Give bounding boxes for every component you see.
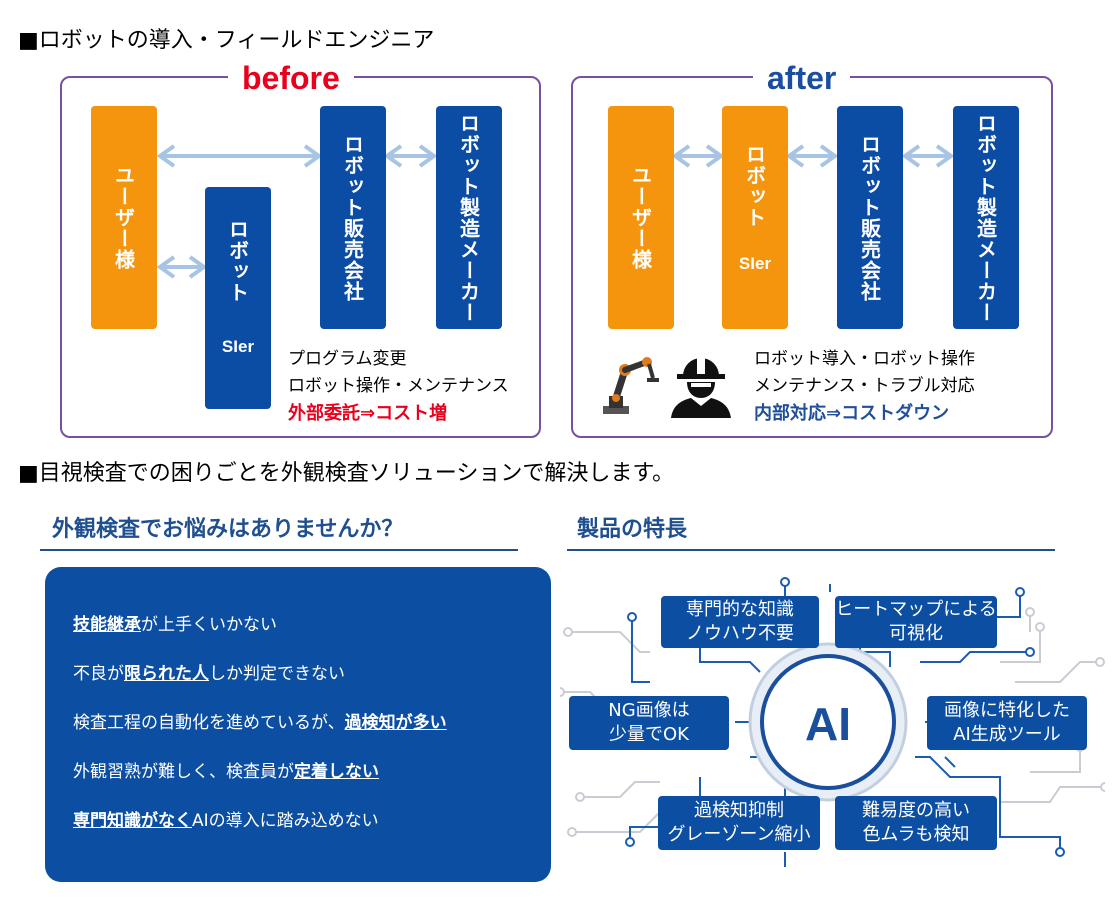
- problem-item-2: 不良が限られた人しか判定できない: [73, 664, 345, 684]
- feature-few-ng-images: NG画像は少量でOK: [569, 696, 729, 750]
- before-result: 外部委託⇒コスト増: [288, 403, 448, 424]
- before-user-box: ユーザー様: [91, 106, 157, 329]
- after-dealer-box: ロボット販売会社: [837, 106, 903, 329]
- section1-title: ■ロボットの導入・フィールドエンジニア: [18, 28, 435, 53]
- ai-circuit-diagram: AI: [560, 577, 1105, 867]
- features-underline: [567, 549, 1055, 551]
- ai-inner-ring: [760, 654, 896, 790]
- after-result: 内部対応⇒コストダウン: [754, 403, 950, 424]
- before-note: プログラム変更 ロボット操作・メンテナンス 外部委託⇒コスト増: [288, 346, 509, 427]
- problem-item-5: 専門知識がなくAIの導入に踏み込めない: [73, 811, 379, 831]
- arrow-user-dealer: [156, 144, 323, 168]
- before-label: before: [228, 61, 354, 95]
- problems-box: 技能継承が上手くいかない 不良が限られた人しか判定できない 検査工程の自動化を進…: [45, 567, 551, 882]
- before-panel: ユーザー様 ロボット SIer ロボット販売会社 ロボット製造メーカー プログラ…: [60, 76, 541, 438]
- arrow-user-sier: [671, 144, 725, 168]
- after-user-box: ユーザー様: [608, 106, 674, 329]
- before-arrows: [156, 144, 438, 279]
- after-arrows: [671, 144, 955, 168]
- arrow-sier-dealer: [785, 144, 839, 168]
- feature-color-unevenness: 難易度の高い色ムラも検知: [835, 796, 997, 850]
- feature-reduce-false-detection: 過検知抑制グレーゾーン縮小: [658, 796, 820, 850]
- problems-underline: [40, 549, 518, 551]
- before-sier-box: ロボット SIer: [205, 187, 271, 409]
- arrow-dealer-maker: [383, 144, 438, 168]
- problem-item-4: 外観習熟が難しく、検査員が定着しない: [73, 762, 379, 782]
- robot-arm-icon: [603, 357, 659, 414]
- problems-title: 外観検査でお悩みはありませんか？: [52, 517, 404, 542]
- after-note: ロボット導入・ロボット操作 メンテナンス・トラブル対応 内部対応⇒コストダウン: [754, 346, 975, 427]
- problem-item-3: 検査工程の自動化を進めているが、過検知が多い: [73, 713, 447, 733]
- arrow-dealer-maker: [901, 144, 955, 168]
- after-maker-box: ロボット製造メーカー: [953, 106, 1019, 329]
- after-sier-box: ロボット SIer: [722, 106, 788, 329]
- problem-item-1: 技能継承が上手くいかない: [73, 615, 277, 635]
- circuit-lines-blue: [629, 582, 1061, 867]
- worker-icon: [671, 358, 731, 418]
- arrow-user-sier: [156, 255, 208, 279]
- ai-label: AI: [805, 698, 851, 750]
- after-panel: ユーザー様 ロボット SIer ロボット販売会社 ロボット製造メーカー ロボット…: [571, 76, 1053, 438]
- before-maker-box: ロボット製造メーカー: [436, 106, 502, 329]
- before-dealer-box: ロボット販売会社: [320, 106, 386, 329]
- features-title: 製品の特長: [577, 517, 688, 542]
- circuit-nodes-gray: [560, 607, 1105, 837]
- feature-no-expertise: 専門的な知識ノウハウ不要: [661, 596, 819, 648]
- section2-title: ■目視検査での困りごとを外観検査ソリューションで解決します。: [18, 461, 675, 486]
- after-label: after: [753, 61, 851, 95]
- circuit-nodes-blue: [625, 577, 1065, 857]
- feature-heatmap: ヒートマップによる可視化: [835, 596, 997, 648]
